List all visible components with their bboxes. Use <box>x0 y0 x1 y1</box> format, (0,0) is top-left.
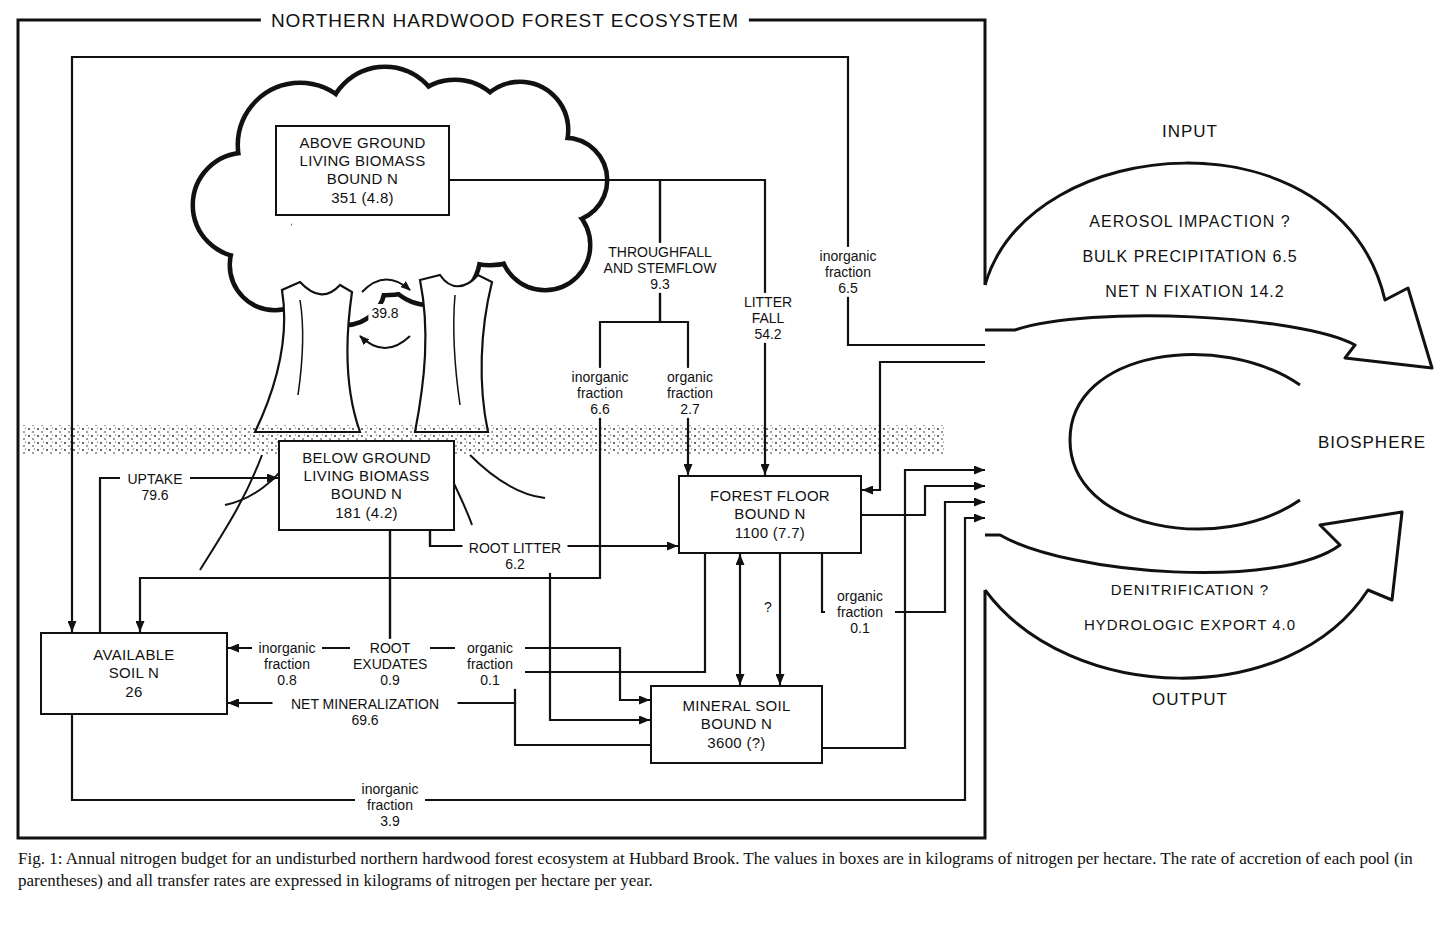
text-holder: BULK PRECIPITATION 6.5 <box>1082 248 1297 266</box>
pool-value: 181 (4.2) <box>286 504 447 522</box>
flux-label: BIOSPHERE <box>1318 433 1426 453</box>
text-holder: THROUGHFALL AND STEMFLOW 9.3 <box>598 243 723 293</box>
figure-caption: Fig. 1: Annual nitrogen budget for an un… <box>18 848 1426 893</box>
flux-label: INPUT <box>1162 122 1218 142</box>
flow-label: ? <box>761 598 775 616</box>
text-holder: ? <box>761 598 775 616</box>
flow-label: inorganic fraction 3.9 <box>355 780 425 830</box>
flux-label: OUTPUT <box>1152 690 1228 710</box>
flow-label: inorganic fraction 6.6 <box>565 368 635 418</box>
flux-label: AEROSOL IMPACTION ? <box>1089 213 1290 231</box>
text-holder: NET MINERALIZATION 69.6 <box>273 695 458 729</box>
flow-label: ROOT EXUDATES 0.9 <box>350 639 430 689</box>
flux-label: HYDROLOGIC EXPORT 4.0 <box>1084 616 1296 633</box>
flow-arrow <box>228 531 390 648</box>
flux-label: BULK PRECIPITATION 6.5 <box>1082 248 1297 266</box>
text-holder: inorganic fraction 3.9 <box>355 780 425 830</box>
pool-box: FOREST FLOOR BOUND N1100 (7.7) <box>678 475 862 554</box>
flow-arrow <box>430 531 650 720</box>
cycle-arrow-band <box>985 512 1402 678</box>
flow-label: inorganic fraction 6.5 <box>813 247 883 297</box>
cycle-arrow-band <box>1070 354 1300 529</box>
pool-box: BELOW GROUND LIVING BIOMASS BOUND N181 (… <box>278 440 455 531</box>
text-holder: inorganic fraction 6.6 <box>565 368 635 418</box>
pool-value: 3600 (?) <box>658 734 815 752</box>
bark-line <box>454 295 460 405</box>
flow-label: organic fraction 0.1 <box>455 639 525 689</box>
flux-label: DENITRIFICATION ? <box>1111 581 1269 598</box>
pool-value: 26 <box>79 683 189 701</box>
tree-trunk <box>415 275 492 432</box>
flow-arrow <box>739 554 741 685</box>
text-holder: BIOSPHERE <box>1318 433 1426 453</box>
flow-arrow <box>450 180 688 475</box>
text-holder: ROOT LITTER 6.2 <box>463 539 568 573</box>
cycle-arrow-band <box>985 163 1432 368</box>
pool-name: AVAILABLE SOIL N <box>79 646 189 682</box>
pool-box: AVAILABLE SOIL N26 <box>40 632 228 715</box>
internal-cycle-arrow <box>362 279 410 292</box>
flow-label: organic fraction 0.1 <box>825 587 895 637</box>
text-holder: HYDROLOGIC EXPORT 4.0 <box>1084 616 1296 633</box>
bark-line <box>298 300 303 395</box>
text-holder: ROOT EXUDATES 0.9 <box>350 639 430 689</box>
text-holder: NORTHERN HARDWOOD FOREST ECOSYSTEM <box>261 10 749 32</box>
text-holder: UPTAKE 79.6 <box>120 470 190 504</box>
text-holder: DENITRIFICATION ? <box>1111 581 1269 598</box>
pool-name: ABOVE GROUND LIVING BIOMASS BOUND N <box>283 134 442 188</box>
soil-surface <box>22 425 945 455</box>
tree-canopy-fill <box>195 69 605 323</box>
flow-arrow <box>228 554 705 703</box>
tree-trunk <box>255 282 360 432</box>
text-holder: Fig. 1: Annual nitrogen budget for an un… <box>18 848 1426 893</box>
flow-label: 39.8 <box>368 304 401 322</box>
pool-name: BELOW GROUND LIVING BIOMASS BOUND N <box>286 449 447 503</box>
text-holder: 39.8 <box>368 304 401 322</box>
biosphere-cycle: INPUT AEROSOL IMPACTION ? BULK PRECIPITATI… <box>985 112 1441 722</box>
flow-arrow <box>862 486 985 515</box>
text-holder: inorganic fraction 6.5 <box>813 247 883 297</box>
text-holder: LITTER FALL 54.2 <box>736 293 800 343</box>
ecosystem-frame <box>18 20 985 838</box>
flow-label: organic fraction 2.7 <box>655 368 725 418</box>
pool-box: ABOVE GROUND LIVING BIOMASS BOUND N351 (… <box>275 125 450 216</box>
flow-label: UPTAKE 79.6 <box>120 470 190 504</box>
flow-label: THROUGHFALL AND STEMFLOW 9.3 <box>598 243 723 293</box>
internal-cycle-arrow <box>360 336 410 348</box>
flux-label: NET N FIXATION 14.2 <box>1105 283 1284 301</box>
diagram-title: NORTHERN HARDWOOD FOREST ECOSYSTEM <box>261 10 749 32</box>
text-holder: INPUT <box>1162 122 1218 142</box>
text-holder: OUTPUT <box>1152 690 1228 710</box>
pool-value: 351 (4.8) <box>283 189 442 207</box>
pool-value: 1100 (7.7) <box>686 524 854 542</box>
flow-label: NET MINERALIZATION 69.6 <box>273 695 458 729</box>
root <box>470 455 545 498</box>
text-holder: organic fraction 0.1 <box>825 587 895 637</box>
text-holder: organic fraction 0.1 <box>455 639 525 689</box>
flow-label: ROOT LITTER 6.2 <box>463 539 568 573</box>
pool-box: MINERAL SOIL BOUND N3600 (?) <box>650 685 823 764</box>
flow-arrow <box>862 362 985 490</box>
tree-canopy-outline <box>193 67 607 325</box>
pool-name: MINERAL SOIL BOUND N <box>658 697 815 733</box>
flow-label: inorganic fraction 0.8 <box>252 639 322 689</box>
root <box>200 455 262 570</box>
text-holder: AEROSOL IMPACTION ? <box>1089 213 1290 231</box>
pool-name: FOREST FLOOR BOUND N <box>686 487 854 523</box>
flow-arrow <box>779 554 781 685</box>
flow-arrow <box>140 180 660 632</box>
text-holder: NET N FIXATION 14.2 <box>1105 283 1284 301</box>
flow-label: LITTER FALL 54.2 <box>736 293 800 343</box>
flow-arrow <box>450 180 765 475</box>
flow-arrow <box>72 57 985 632</box>
text-holder: organic fraction 2.7 <box>655 368 725 418</box>
text-holder: inorganic fraction 0.8 <box>252 639 322 689</box>
